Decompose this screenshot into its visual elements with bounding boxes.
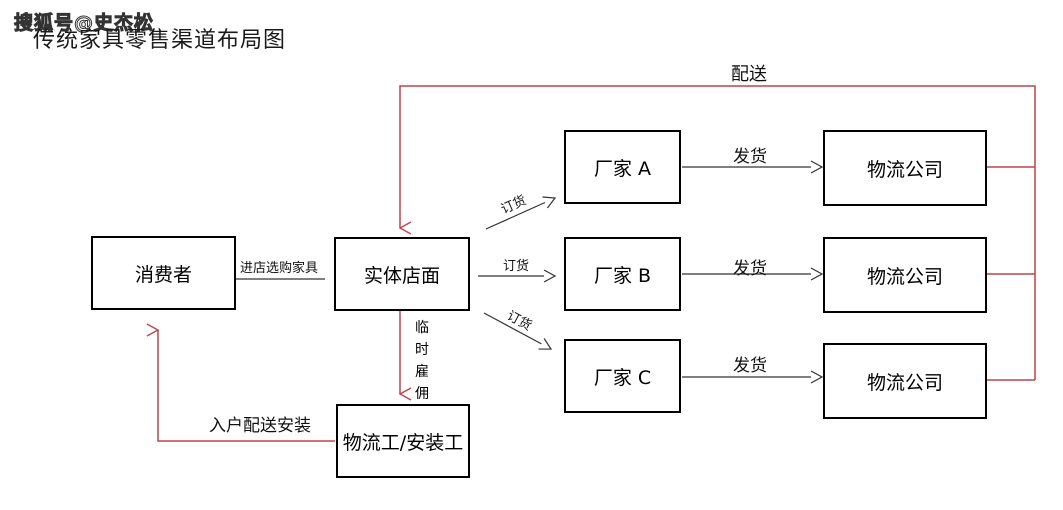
node-logistics-2-label: 物流公司 — [866, 265, 943, 288]
node-factory-b: 厂家 B — [564, 237, 681, 311]
edge-label-home-install: 入户配送安装 — [209, 416, 311, 436]
node-factory-a: 厂家 A — [564, 130, 681, 204]
temp-hire-char: 时 — [415, 342, 429, 358]
temp-hire-char: 雇 — [415, 364, 429, 380]
node-factory-b-label: 厂家 B — [593, 264, 652, 287]
node-logistics-3-label: 物流公司 — [866, 371, 943, 394]
node-logistics-1: 物流公司 — [823, 130, 987, 206]
order-a-line — [485, 196, 557, 230]
node-consumer: 消费者 — [91, 236, 236, 310]
edge-label-order-b: 订货 — [503, 259, 530, 274]
node-worker: 物流工/安装工 — [336, 404, 470, 478]
node-logistics-2: 物流公司 — [823, 237, 987, 313]
node-worker-label: 物流工/安装工 — [342, 431, 464, 454]
edge-label-ship-b: 发货 — [733, 259, 767, 279]
node-store: 实体店面 — [334, 237, 470, 311]
node-logistics-1-label: 物流公司 — [866, 158, 943, 181]
edge-label-visit-store: 进店选购家具 — [240, 261, 319, 276]
node-factory-c: 厂家 C — [564, 339, 681, 413]
home-install-line — [146, 323, 335, 442]
edge-label-temp-hire: 临 时 雇 佣 — [414, 317, 430, 405]
node-consumer-label: 消费者 — [134, 263, 192, 286]
node-logistics-3: 物流公司 — [823, 343, 987, 419]
order-c-line — [483, 312, 553, 350]
node-store-label: 实体店面 — [363, 264, 440, 287]
diagram-title: 传统家具零售渠道布局图 — [33, 28, 287, 53]
temp-hire-char: 佣 — [415, 386, 429, 402]
edge-label-ship-c: 发货 — [733, 356, 767, 376]
delivery-loop-line — [398, 85, 1036, 380]
node-factory-a-label: 厂家 A — [593, 157, 652, 180]
edge-label-delivery: 配送 — [731, 64, 767, 85]
watermark: 搜狐号@史杰松 — [13, 12, 155, 35]
temp-hire-char: 临 — [415, 320, 429, 336]
edge-label-ship-a: 发货 — [733, 147, 767, 167]
node-factory-c-label: 厂家 C — [593, 366, 652, 389]
